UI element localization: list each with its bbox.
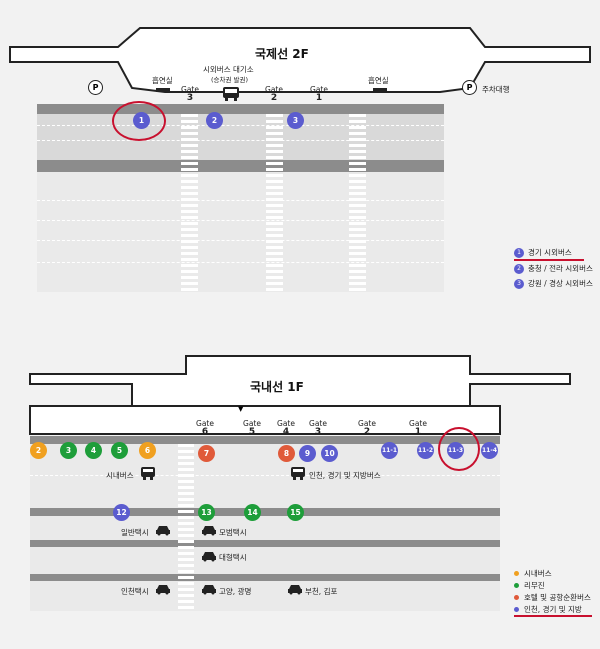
international-title: 국제선 2F: [255, 47, 309, 61]
dom-road-median: [30, 508, 500, 516]
parking-icon: P: [88, 80, 103, 95]
dom-curb-road: [30, 436, 500, 444]
dom-bus-stop-14[interactable]: 14: [244, 504, 261, 521]
taxi-icon: [202, 585, 216, 595]
dom-bus-stop-15[interactable]: 15: [287, 504, 304, 521]
dom-legend-item: 리무진: [514, 580, 545, 591]
intl-curb-road: [37, 104, 444, 114]
lane-marking: [37, 262, 444, 263]
entrance-marker-icon: ▼: [238, 405, 244, 413]
bus-waiting-room-label: 시외버스 대기소: [203, 65, 254, 74]
intl-road-median: [37, 160, 444, 172]
crosswalk: [266, 114, 283, 294]
taxi-icon: [202, 552, 216, 562]
dom-bus-stop-5[interactable]: 5: [111, 442, 128, 459]
dom-bus-stop-11-2[interactable]: 11-2: [417, 442, 434, 459]
legend-dot: [514, 607, 519, 612]
dom-bus-stop-11-4[interactable]: 11-4: [481, 442, 498, 459]
dom-bus-stop-3[interactable]: 3: [60, 442, 77, 459]
dom-bus-stop-4[interactable]: 4: [85, 442, 102, 459]
lane-marking: [37, 125, 444, 126]
incheon-gyeonggi-bus-label: 인천, 경기 및 지방버스: [309, 471, 381, 480]
taxi-icon: [202, 526, 216, 536]
intl-lower-lanes: [37, 172, 444, 292]
taxi-icon: [156, 585, 170, 595]
intl-lane-area: [37, 114, 444, 160]
model-taxi-label: 모범택시: [219, 528, 247, 537]
dom-bus-stop-10[interactable]: 10: [321, 445, 338, 462]
lane-marking: [30, 475, 500, 476]
valet-parking-icon: P: [462, 80, 477, 95]
dom-road-median: [30, 574, 500, 581]
smoking-room-label-right: 흡연실: [368, 76, 389, 85]
dom-legend-item: 인천, 경기 및 지방: [514, 604, 582, 615]
crosswalk: [181, 114, 198, 294]
dom-bus-stop-7[interactable]: 7: [198, 445, 215, 462]
dom-lane-area: [30, 516, 500, 540]
bus-icon: [291, 467, 305, 480]
crosswalk: [178, 444, 194, 611]
large-taxi-label: 대형택시: [219, 553, 247, 562]
highlight-underline: [514, 259, 584, 261]
dom-bus-stop-6[interactable]: 6: [139, 442, 156, 459]
dom-bus-stop-11-1[interactable]: 11-1: [381, 442, 398, 459]
taxi-icon: [288, 585, 302, 595]
domestic-title: 국내선 1F: [250, 380, 304, 394]
smoking-icon: [156, 88, 170, 92]
dom-bus-stop-9[interactable]: 9: [299, 445, 316, 462]
ticket-office-label: (승차권 발권): [211, 76, 249, 84]
incheon-taxi-label: 인천택시: [121, 587, 149, 596]
dom-bus-stop-2[interactable]: 2: [30, 442, 47, 459]
valet-parking-label: 주차대행: [482, 85, 510, 94]
dom-lane-area: [30, 581, 500, 611]
legend-dot: [514, 595, 519, 600]
lane-marking: [37, 240, 444, 241]
legend-dot: [514, 571, 519, 576]
dom-bus-stop-13[interactable]: 13: [198, 504, 215, 521]
smoking-icon: [373, 88, 387, 92]
lane-marking: [37, 220, 444, 221]
dom-road-median: [30, 540, 500, 547]
highlight-circle: [438, 427, 480, 471]
smoking-room-label-left: 흡연실: [152, 76, 173, 85]
bucheon-gimpo-taxi-label: 부천, 김포: [305, 587, 338, 596]
general-taxi-label: 일반택시: [121, 528, 149, 537]
bus-icon: [141, 467, 155, 480]
dom-bus-stop-12[interactable]: 12: [113, 504, 130, 521]
intl-bus-stop-2[interactable]: 2: [206, 112, 223, 129]
dom-legend-item: 시내버스: [514, 568, 552, 579]
international-building-outline: [9, 27, 591, 93]
crosswalk: [349, 114, 366, 294]
dom-legend-item: 호텔 및 공항순환버스: [514, 592, 591, 603]
dom-lane-area: [30, 547, 500, 574]
goyang-gwangmyeong-taxi-label: 고양, 광명: [219, 587, 252, 596]
legend-dot: [514, 583, 519, 588]
intl-bus-stop-3[interactable]: 3: [287, 112, 304, 129]
dom-bus-stop-8[interactable]: 8: [278, 445, 295, 462]
lane-marking: [37, 200, 444, 201]
highlight-underline: [514, 615, 592, 617]
taxi-icon: [156, 526, 170, 536]
domestic-building-outline: [29, 355, 571, 435]
city-bus-label: 시내버스: [106, 471, 134, 480]
lane-marking: [37, 140, 444, 141]
bus-icon: [223, 87, 239, 101]
highlight-circle: [112, 101, 166, 141]
